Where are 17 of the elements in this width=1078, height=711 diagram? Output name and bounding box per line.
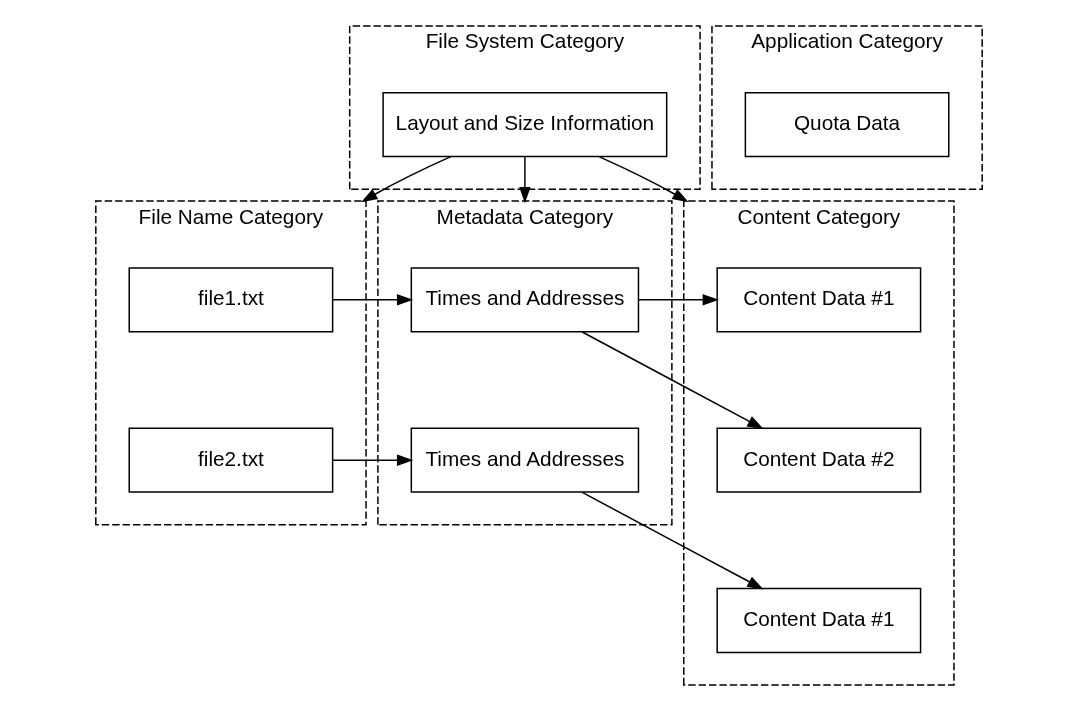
- node-box: Times and Addresses: [410, 267, 640, 333]
- arrow: [581, 331, 764, 430]
- node-box: Content Data #1: [716, 587, 922, 654]
- node-box: Quota Data: [744, 91, 950, 158]
- arrow: [637, 294, 719, 306]
- arrow: [332, 294, 414, 306]
- arrow: [361, 155, 452, 203]
- arrow: [332, 454, 414, 466]
- arrow: [598, 155, 689, 203]
- arrow: [519, 156, 531, 204]
- node-box: file2.txt: [128, 427, 334, 493]
- node-box: Content Data #1: [716, 267, 922, 333]
- arrow: [581, 491, 764, 590]
- node-box: Layout and Size Information: [382, 91, 668, 158]
- node-box: Content Data #2: [716, 427, 922, 493]
- node-box: Times and Addresses: [410, 427, 640, 493]
- node-box: file1.txt: [128, 267, 334, 333]
